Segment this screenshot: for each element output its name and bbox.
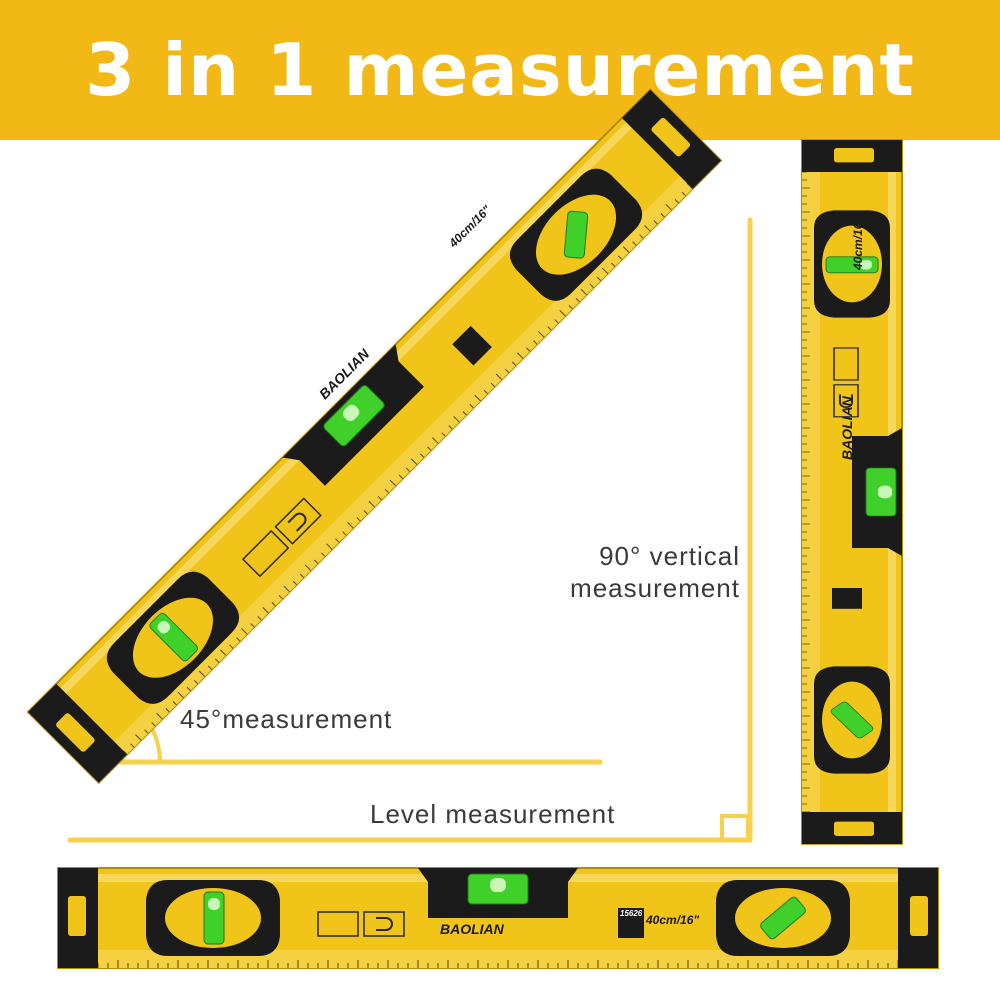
brand-label-horizontal: BAOLIAN — [440, 921, 505, 937]
size-label-horizontal: 40cm/16" — [645, 913, 699, 927]
size-label-diagonal: 40cm/16" — [446, 202, 494, 250]
horizontal-level — [57, 867, 939, 969]
banner-title: 3 in 1 measurement — [85, 28, 915, 112]
vertical-measurement-caption: 90° vertical measurement — [540, 540, 740, 604]
vertical-caption-line2: measurement — [570, 573, 740, 603]
angle-measurement-caption: 45°measurement — [180, 704, 393, 734]
size-label-vertical: 40cm/16" — [851, 217, 865, 271]
vertical-caption-line1: 90° vertical — [599, 541, 740, 571]
model-label-horizontal: 15626 — [620, 909, 643, 918]
level-measurement-caption: Level measurement — [370, 799, 616, 829]
title-banner: 3 in 1 measurement — [0, 0, 1000, 140]
brand-label-vertical: BAOLIAN — [839, 395, 855, 460]
diagonal-level — [27, 88, 722, 784]
guide-lines — [67, 217, 753, 843]
